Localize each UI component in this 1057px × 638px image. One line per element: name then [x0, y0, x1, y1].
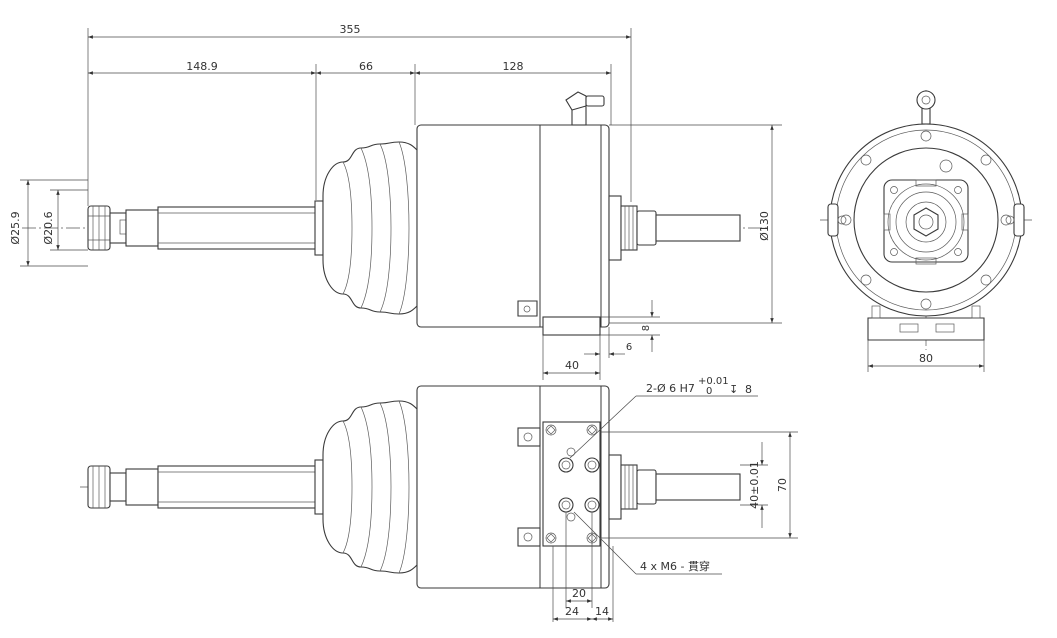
callout-depth-value: 8: [745, 383, 752, 396]
dim-base-width: 40: [565, 359, 579, 372]
dim-shaft-dia-outer: Ø25.9: [9, 211, 22, 244]
depth-symbol: ↧: [729, 383, 738, 396]
callout-tol-upper: +0.01: [698, 376, 729, 387]
dim-base-offset: 6: [626, 342, 632, 353]
dim-rod-length: 148.9: [186, 60, 218, 73]
callout-tol-lower: 0: [706, 386, 712, 397]
dim-body-diameter: Ø130: [758, 211, 771, 241]
end-view: 80: [820, 90, 1035, 372]
dim-shaft-dia-inner: Ø20.6: [42, 211, 55, 244]
callout-pin-hole: 2-Ø 6 H7: [646, 382, 695, 395]
dim-body-length: 128: [503, 60, 524, 73]
dim-bottom-24: 24: [565, 605, 579, 618]
dim-overall-length: 355: [340, 23, 361, 36]
callout-thread-holes: 4 x M6 - 貫穿: [640, 559, 710, 573]
side-view-top: 355 148.9 66 128 Ø25.9 Ø20.6 Ø130 8: [9, 23, 782, 380]
dim-end-view-width: 80: [919, 352, 933, 365]
dim-mount-height: 70: [776, 478, 789, 492]
bottom-view: 2-Ø 6 H7 +0.01 0 ↧ 8 4 x M6 - 貫穿 70 40±0…: [80, 376, 798, 622]
dim-bottom-20: 20: [572, 587, 586, 600]
dim-hole-spacing: 40±0.01: [748, 461, 761, 509]
dim-bottom-14: 14: [595, 605, 609, 618]
dim-bellows-length: 66: [359, 60, 373, 73]
dim-base-height: 8: [641, 325, 652, 331]
